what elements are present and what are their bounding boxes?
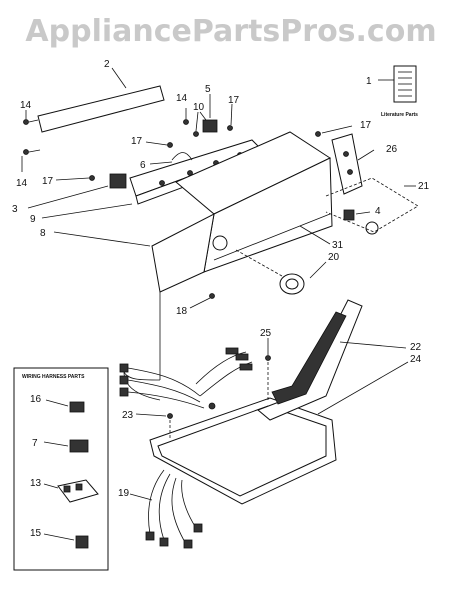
- callout-3: 3: [12, 204, 18, 215]
- callout-4: 4: [375, 206, 381, 217]
- callout-2: 2: [104, 59, 110, 70]
- callout-17-d: 17: [360, 120, 372, 131]
- clip-23[interactable]: 23: [122, 410, 173, 438]
- harness-upper[interactable]: [119, 292, 253, 410]
- callout-22: 22: [410, 342, 422, 353]
- screw-25[interactable]: 25: [260, 328, 272, 400]
- top-panel-24[interactable]: 24: [149, 354, 422, 505]
- callout-18: 18: [176, 306, 188, 317]
- watermark: AppliancePartsPros.com: [25, 14, 437, 49]
- callout-6: 6: [140, 160, 146, 171]
- wiring-harness-box: WIRING HARNESS PARTS: [13, 367, 109, 571]
- end-cap-8[interactable]: 8: [40, 228, 151, 247]
- callout-31: 31: [332, 240, 344, 251]
- connector-13[interactable]: 13: [30, 478, 99, 503]
- wiring-harness-title: WIRING HARNESS PARTS: [22, 374, 85, 380]
- wire-6[interactable]: 6: [140, 152, 193, 172]
- connector-15[interactable]: 15: [30, 528, 89, 549]
- callout-8: 8: [40, 228, 46, 239]
- screw-14-lower[interactable]: 14: [16, 149, 41, 190]
- callout-20: 20: [328, 252, 340, 263]
- callout-1: 1: [366, 76, 372, 87]
- screw-17-console[interactable]: 17: [193, 111, 199, 137]
- callout-10: 10: [193, 102, 205, 113]
- callout-14-c: 14: [176, 93, 188, 104]
- callout-21: 21: [418, 181, 430, 192]
- callout-13: 13: [30, 478, 42, 489]
- callout-7: 7: [32, 438, 38, 449]
- callout-17-c: 17: [42, 176, 54, 187]
- literature-parts[interactable]: 1 Literature Parts: [366, 65, 418, 118]
- callout-5: 5: [205, 84, 211, 95]
- callout-15: 15: [30, 528, 42, 539]
- callout-25: 25: [260, 328, 272, 339]
- timer-switch-5[interactable]: 5: [202, 84, 218, 133]
- console-housing[interactable]: 31: [151, 131, 344, 293]
- control-bracket-26[interactable]: 26: [331, 133, 398, 195]
- connector-16[interactable]: 16: [30, 394, 85, 413]
- screw-17-right[interactable]: 17: [315, 120, 372, 137]
- screw-17-side[interactable]: 17: [42, 175, 95, 188]
- callout-14-a: 14: [20, 100, 32, 111]
- callout-9: 9: [30, 214, 36, 225]
- callout-26: 26: [386, 144, 398, 155]
- switch-3[interactable]: 3: [12, 173, 127, 215]
- callout-16: 16: [30, 394, 42, 405]
- callout-17-b: 17: [131, 136, 143, 147]
- lint-screen-22[interactable]: 22: [257, 299, 422, 421]
- screw-17-left[interactable]: 17: [131, 136, 173, 148]
- bracket-9[interactable]: 9: [30, 203, 133, 225]
- knob-20[interactable]: 20: [235, 249, 340, 295]
- switch-4[interactable]: 4 21: [325, 177, 430, 235]
- knob-10[interactable]: 10: [193, 102, 207, 121]
- harness-19[interactable]: 19: [118, 469, 203, 549]
- callout-19: 19: [118, 488, 130, 499]
- screw-14-upper[interactable]: 14: [20, 100, 39, 125]
- literature-parts-label: Literature Parts: [381, 112, 418, 118]
- screw-17-top[interactable]: 17: [227, 95, 240, 131]
- rear-panel[interactable]: 2: [37, 59, 165, 133]
- callout-17-a: 17: [228, 95, 240, 106]
- callout-24: 24: [410, 354, 422, 365]
- connector-7[interactable]: 7: [32, 438, 89, 453]
- callout-14-b: 14: [16, 178, 28, 189]
- screw-18[interactable]: 18: [176, 293, 215, 318]
- callout-23: 23: [122, 410, 134, 421]
- screw-14-top[interactable]: 14: [176, 93, 189, 125]
